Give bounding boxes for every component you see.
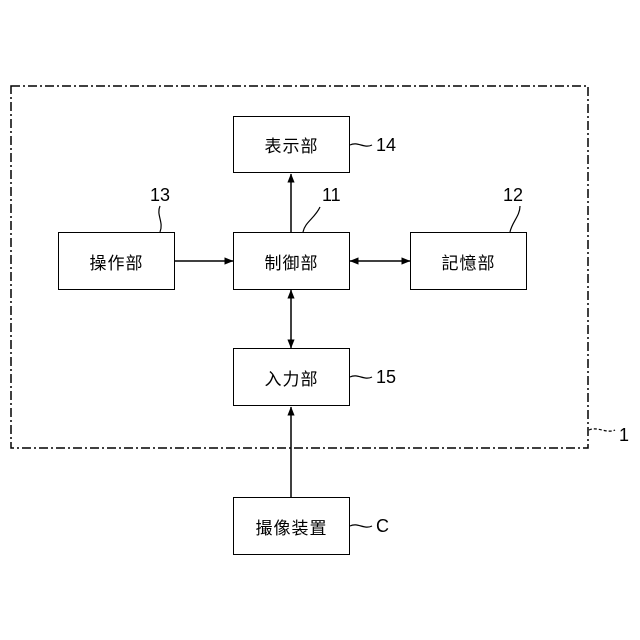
leader-control: [303, 207, 320, 232]
control-ref: 11: [322, 186, 341, 204]
operation-label: 操作部: [90, 249, 144, 274]
camera-label: 撮像装置: [256, 514, 328, 539]
leader-display: [350, 144, 372, 146]
leader-system: [589, 429, 615, 431]
storage-label: 記憶部: [442, 249, 496, 274]
camera-block: 撮像装置: [233, 497, 350, 555]
display-ref: 14: [376, 136, 396, 154]
input-block: 入力部: [233, 348, 350, 406]
leader-camera: [350, 525, 372, 527]
input-label: 入力部: [265, 365, 319, 390]
operation-ref: 13: [150, 186, 170, 204]
leader-input: [350, 376, 372, 378]
system-ref: 1: [619, 426, 629, 444]
leader-storage: [510, 206, 520, 232]
input-ref: 15: [376, 368, 396, 386]
camera-ref: C: [376, 517, 389, 535]
control-block: 制御部: [233, 232, 350, 290]
display-block: 表示部: [233, 116, 350, 173]
operation-block: 操作部: [58, 232, 175, 290]
storage-ref: 12: [503, 186, 523, 204]
control-label: 制御部: [265, 249, 319, 274]
display-label: 表示部: [265, 132, 319, 157]
leader-operation: [159, 206, 161, 232]
storage-block: 記憶部: [410, 232, 527, 290]
